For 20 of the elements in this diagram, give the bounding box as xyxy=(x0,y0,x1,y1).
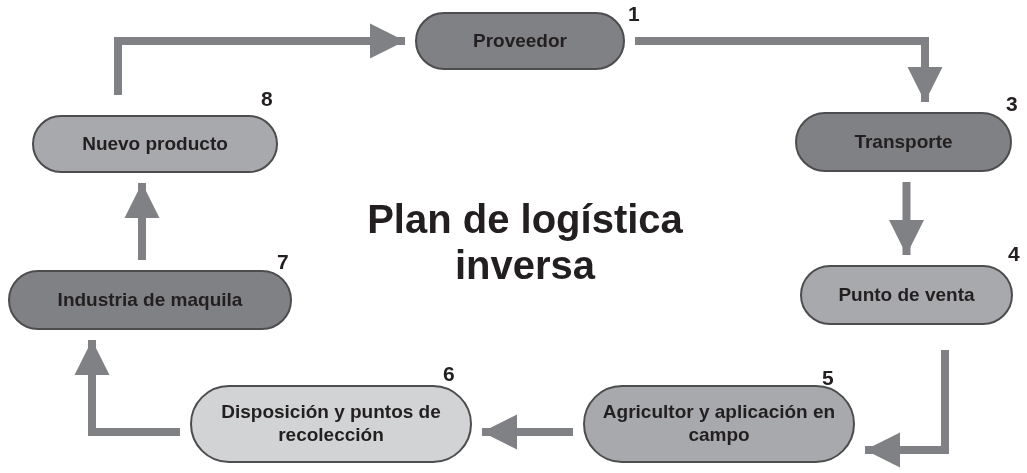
step-number: 5 xyxy=(822,366,834,390)
step-number: 4 xyxy=(1008,242,1020,266)
step-number: 3 xyxy=(1006,92,1018,116)
step-number: 6 xyxy=(443,362,455,386)
box-label: Transporte xyxy=(854,130,953,154)
process-box xyxy=(800,265,1013,325)
step-number: 1 xyxy=(628,2,640,26)
process-box xyxy=(32,115,278,173)
diagram-title: Plan de logística inversa xyxy=(366,196,684,288)
process-box xyxy=(795,112,1012,172)
box-label: Industria de maquila xyxy=(57,288,243,312)
box-label: Agricultor y aplicación en campo xyxy=(601,401,837,447)
step-number: 7 xyxy=(277,250,289,274)
box-label: Disposición y puntos de recolección xyxy=(220,401,442,447)
process-box xyxy=(415,12,625,70)
box-label: Nuevo producto xyxy=(82,132,228,156)
box-label: Proveedor xyxy=(473,29,567,53)
box-label: Punto de venta xyxy=(838,283,975,307)
step-number: 8 xyxy=(261,87,273,111)
process-box xyxy=(8,270,292,330)
